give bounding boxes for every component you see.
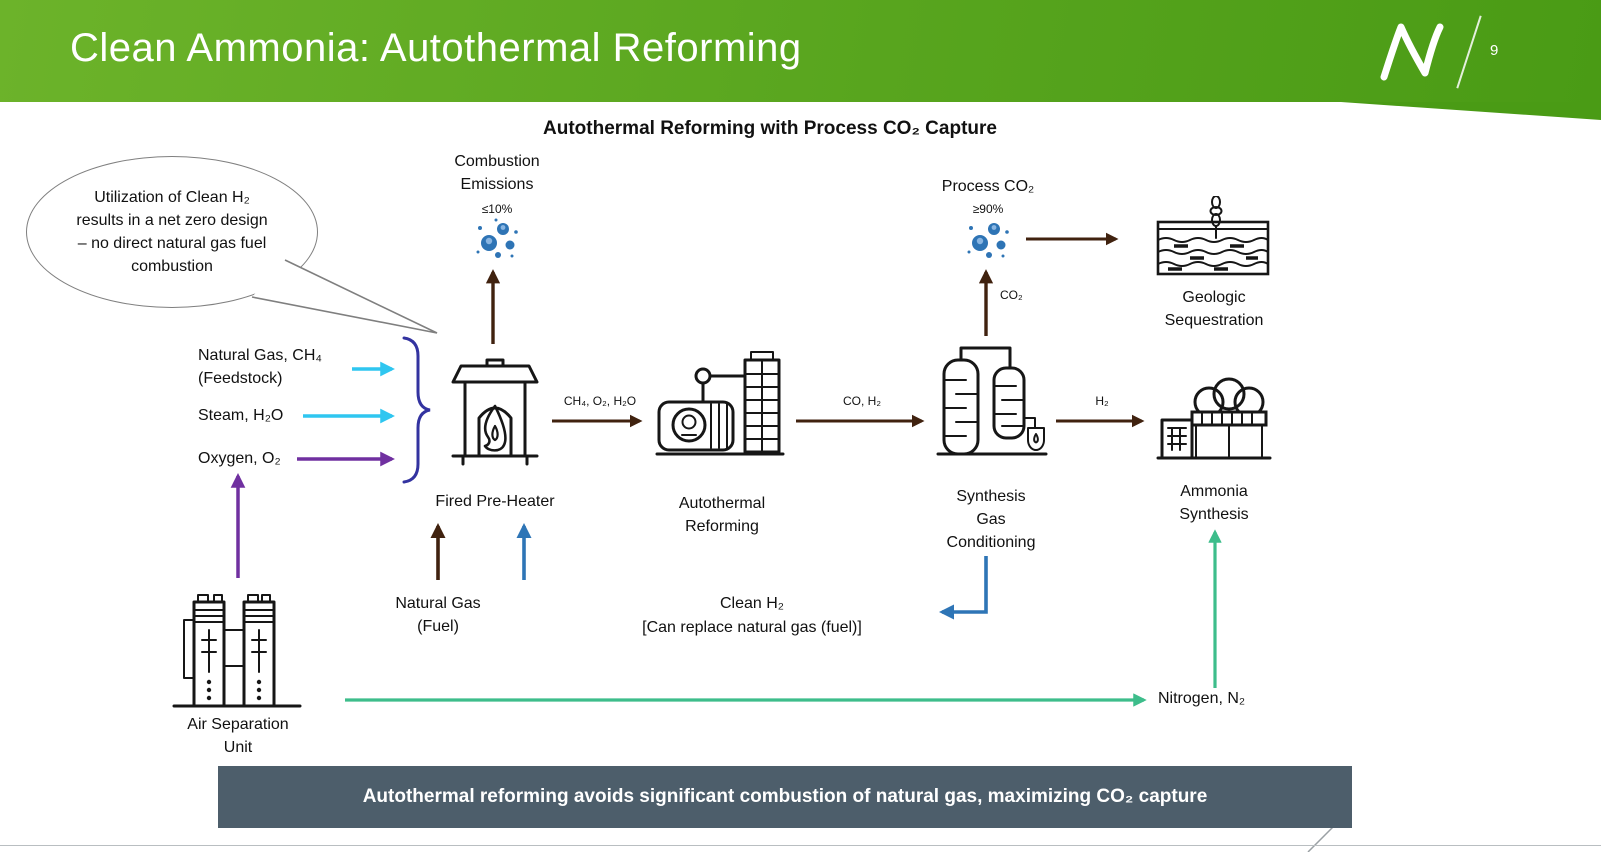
synthesis-gas-conditioning-icon: [936, 346, 1048, 456]
air-separation-unit-label: Air Separation Unit: [187, 716, 289, 756]
autothermal-reforming-icon: [655, 351, 785, 456]
fired-preheater-label: Fired Pre-Heater: [435, 493, 555, 510]
combustion-emissions-value: ≤10%: [481, 202, 513, 216]
stream-natural-gas-fuel-label: Natural Gas (Fuel): [395, 595, 481, 635]
air-separation-unit-icon: [172, 594, 302, 708]
stream-clean-h2-note: [Can replace natural gas (fuel)]: [642, 619, 862, 636]
stream-clean-h2-label: Clean H₂: [719, 595, 784, 612]
synthesis-gas-conditioning-label: Synthesis Gas Conditioning: [946, 488, 1036, 551]
input-natural-gas-feedstock: Natural Gas, CH₄ (Feedstock): [198, 347, 322, 387]
callout-bubble: Utilization of Clean H₂ results in a net…: [26, 156, 318, 308]
page-number: 9: [1490, 42, 1499, 59]
ammonia-synthesis-label: Ammonia Synthesis: [1179, 483, 1249, 523]
key-message-text: Autothermal reforming avoids significant…: [362, 786, 1208, 807]
stream-nitrogen-label: Nitrogen, N₂: [1158, 690, 1246, 707]
stream-ch4-o2-h2o-label: CH₄, O₂, H₂O: [563, 394, 637, 408]
co2-stream-label: CO₂: [1000, 288, 1023, 302]
key-message-banner: Autothermal reforming avoids significant…: [218, 766, 1352, 828]
header-banner: [0, 0, 1601, 102]
ammonia-synthesis-icon: [1156, 377, 1272, 460]
stream-h2-label: H₂: [1095, 394, 1109, 408]
diagram-title: Autothermal Reforming with Process CO₂ C…: [543, 118, 997, 139]
combustion-emissions-label: Combustion Emissions: [454, 153, 540, 193]
inputs-brace: [402, 336, 431, 484]
combustion-emissions-bubbles-icon: [476, 218, 518, 258]
company-logo-icon: [1380, 23, 1444, 81]
geologic-sequestration-label: Geologic Sequestration: [1164, 289, 1264, 329]
header-banner-slant: [1341, 102, 1601, 120]
process-co2-value: ≥90%: [972, 202, 1004, 216]
footer-divider: [0, 845, 1601, 846]
process-co2-bubbles-icon: [967, 223, 1009, 258]
stream-co-h2-label: CO, H₂: [843, 394, 881, 408]
fired-preheater-icon: [451, 358, 539, 466]
callout-text: Utilization of Clean H₂ results in a net…: [76, 189, 268, 275]
input-steam: Steam, H₂O: [198, 407, 284, 424]
geologic-sequestration-icon: [1156, 196, 1270, 276]
autothermal-reforming-label: Autothermal Reforming: [678, 495, 766, 535]
slide-title: Clean Ammonia: Autothermal Reforming: [70, 26, 802, 70]
input-oxygen: Oxygen, O₂: [198, 450, 281, 467]
arrow-clean-h2-recycle: [938, 556, 988, 620]
process-co2-label: Process CO₂: [941, 178, 1035, 195]
